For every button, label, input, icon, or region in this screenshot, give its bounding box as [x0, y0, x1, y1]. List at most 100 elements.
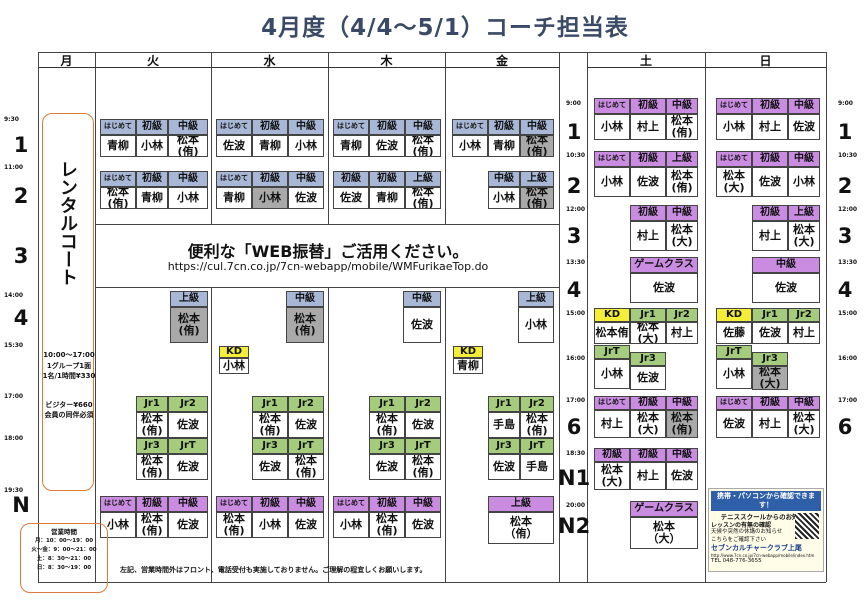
day-header-wed: 水	[211, 52, 328, 68]
class-level-cell: Jr3	[136, 438, 168, 454]
coach-name-cell: 村上	[752, 221, 788, 251]
class-level-cell: 上級	[405, 171, 441, 187]
coach-name-cell: 佐波	[405, 412, 441, 438]
class-level-cell: JrT	[168, 438, 208, 454]
coach-name-cell: 松本 (侑)	[666, 114, 698, 140]
coach-name-cell: 佐波	[752, 322, 788, 344]
coach-name-cell: 青柳	[252, 135, 288, 157]
coach-name-cell: 松本 (大)	[752, 366, 788, 390]
time-label: 10:30	[566, 152, 586, 159]
ad-line: テニススクールからのお知らせ	[720, 513, 812, 522]
time-label: 9:30	[4, 116, 19, 123]
class-level-cell: 中級	[405, 496, 441, 512]
coach-name-cell: 佐波	[630, 167, 666, 197]
time-label: 17:00	[566, 397, 586, 404]
period-label: 1	[13, 133, 29, 157]
time-label: 12:00	[566, 206, 586, 213]
class-level-cell: 中級	[788, 98, 820, 114]
coach-name-cell: 佐波	[630, 273, 698, 303]
coach-name-cell: 村上	[630, 114, 666, 140]
mobile-notice-ad: 携帯・パソコンから確認できます！ テニススクールからのお知らせ レッスンの有無の…	[708, 488, 824, 572]
coach-name-cell: 小林	[716, 359, 752, 389]
coach-name-cell: 佐波	[752, 167, 788, 197]
class-level-cell: 初級	[630, 151, 666, 167]
day-header-fri: 金	[445, 52, 559, 68]
class-level-cell: 初級	[252, 119, 288, 135]
coach-name-cell: 小林	[252, 187, 288, 209]
coach-name-cell: 松本 (侑)	[286, 307, 324, 343]
coach-name-cell: 佐波	[288, 187, 324, 209]
time-label: 13:30	[838, 259, 858, 266]
page-title: 4月度（4/4〜5/1）コーチ担当表	[261, 15, 629, 41]
time-label: 18:30	[566, 450, 586, 457]
coach-name-cell: 松本 (大)	[630, 322, 666, 344]
period-label: 4	[13, 306, 29, 330]
class-level-cell: Jr1	[488, 396, 520, 412]
coach-name-cell: 小林	[594, 167, 630, 197]
coach-name-cell: 小林	[136, 135, 168, 157]
class-level-cell: 上級	[666, 151, 698, 167]
class-level-cell: 上級	[170, 291, 208, 307]
period-label: 3	[837, 224, 853, 248]
time-label: 17:00	[4, 393, 24, 400]
class-level-cell: 初級	[594, 448, 630, 462]
coach-name-cell: 松本 (侑)	[369, 412, 405, 438]
class-level-cell: 中級	[666, 448, 698, 462]
class-level-cell: JrT	[288, 438, 324, 454]
day-header-mon: 月	[38, 52, 95, 68]
web-transfer-url[interactable]: https://cul.7cn.co.jp/7cn-webapp/mobile/…	[167, 260, 489, 273]
class-level-cell: はじめて	[333, 496, 369, 512]
class-level-cell: はじめて	[594, 151, 630, 167]
coach-name-cell: 青柳	[100, 135, 136, 157]
class-level-cell: ゲームクラス	[630, 501, 698, 517]
class-level-cell: はじめて	[452, 119, 488, 135]
business-hours-title: 営業時間	[51, 528, 77, 536]
coach-name-cell: 松本 (侑)	[252, 412, 288, 438]
coach-name-cell: 手島	[520, 454, 554, 480]
class-level-cell: 中級	[168, 119, 208, 135]
coach-name-cell: 青柳	[333, 135, 369, 157]
class-level-cell: 初級	[752, 98, 788, 114]
coach-name-cell: 佐波	[369, 454, 405, 480]
class-level-cell: 上級	[520, 171, 554, 187]
coach-name-cell: 松本 (侑)	[666, 410, 698, 438]
coach-name-cell: 佐波	[168, 412, 208, 438]
class-level-cell: 初級	[369, 171, 405, 187]
coach-name-cell: 小林	[488, 187, 520, 209]
class-level-cell: Jr2	[288, 396, 324, 412]
class-level-cell: 中級	[788, 396, 820, 410]
rental-price: 1名/1時間¥330	[42, 372, 96, 380]
class-level-cell: 中級	[288, 496, 324, 512]
qr-code-icon[interactable]	[795, 513, 819, 539]
class-level-cell: Jr3	[630, 352, 666, 366]
coach-name-cell: 松本 (侑)	[168, 135, 208, 157]
ad-header: 携帯・パソコンから確認できます！	[711, 491, 821, 512]
coach-name-cell: 松本 (大)	[630, 410, 666, 438]
time-label: 19:30	[4, 487, 24, 494]
coach-name-cell: 松本 (侑)	[520, 187, 554, 209]
period-label: 2	[566, 174, 582, 198]
class-level-cell: 初級	[136, 119, 168, 135]
time-label: 9:00	[838, 100, 853, 107]
class-level-cell: 中級	[288, 119, 324, 135]
ad-url[interactable]: http://www.7cn.co.jp/7cn-webapp/mobile/i…	[711, 552, 815, 558]
time-label: 10:30	[838, 152, 858, 159]
hours-tue-fri: 火〜金：9：00〜21：00	[31, 547, 97, 554]
class-level-cell: Jr2	[788, 308, 820, 322]
time-label: 16:00	[838, 355, 858, 362]
class-level-cell: 中級	[288, 171, 324, 187]
day-header-thu: 木	[328, 52, 445, 68]
coach-name-cell: 松本 (侑)	[520, 412, 554, 438]
coach-name-cell: 村上	[666, 322, 698, 344]
coach-name-cell: 佐波	[288, 412, 324, 438]
coach-name-cell: 小林	[594, 359, 630, 389]
class-level-cell: KD	[219, 346, 249, 358]
class-level-cell: JrT	[594, 345, 630, 359]
coach-name-cell: 佐波	[666, 462, 698, 490]
class-level-cell: 初級	[752, 396, 788, 410]
business-hours-box: 営業時間 月：10：00〜19：00 火〜金：9：00〜21：00 土：8：30…	[20, 523, 108, 593]
time-label: 13:30	[566, 259, 586, 266]
rental-court-box	[42, 113, 94, 491]
class-level-cell: はじめて	[216, 496, 252, 512]
class-level-cell: Jr1	[369, 396, 405, 412]
